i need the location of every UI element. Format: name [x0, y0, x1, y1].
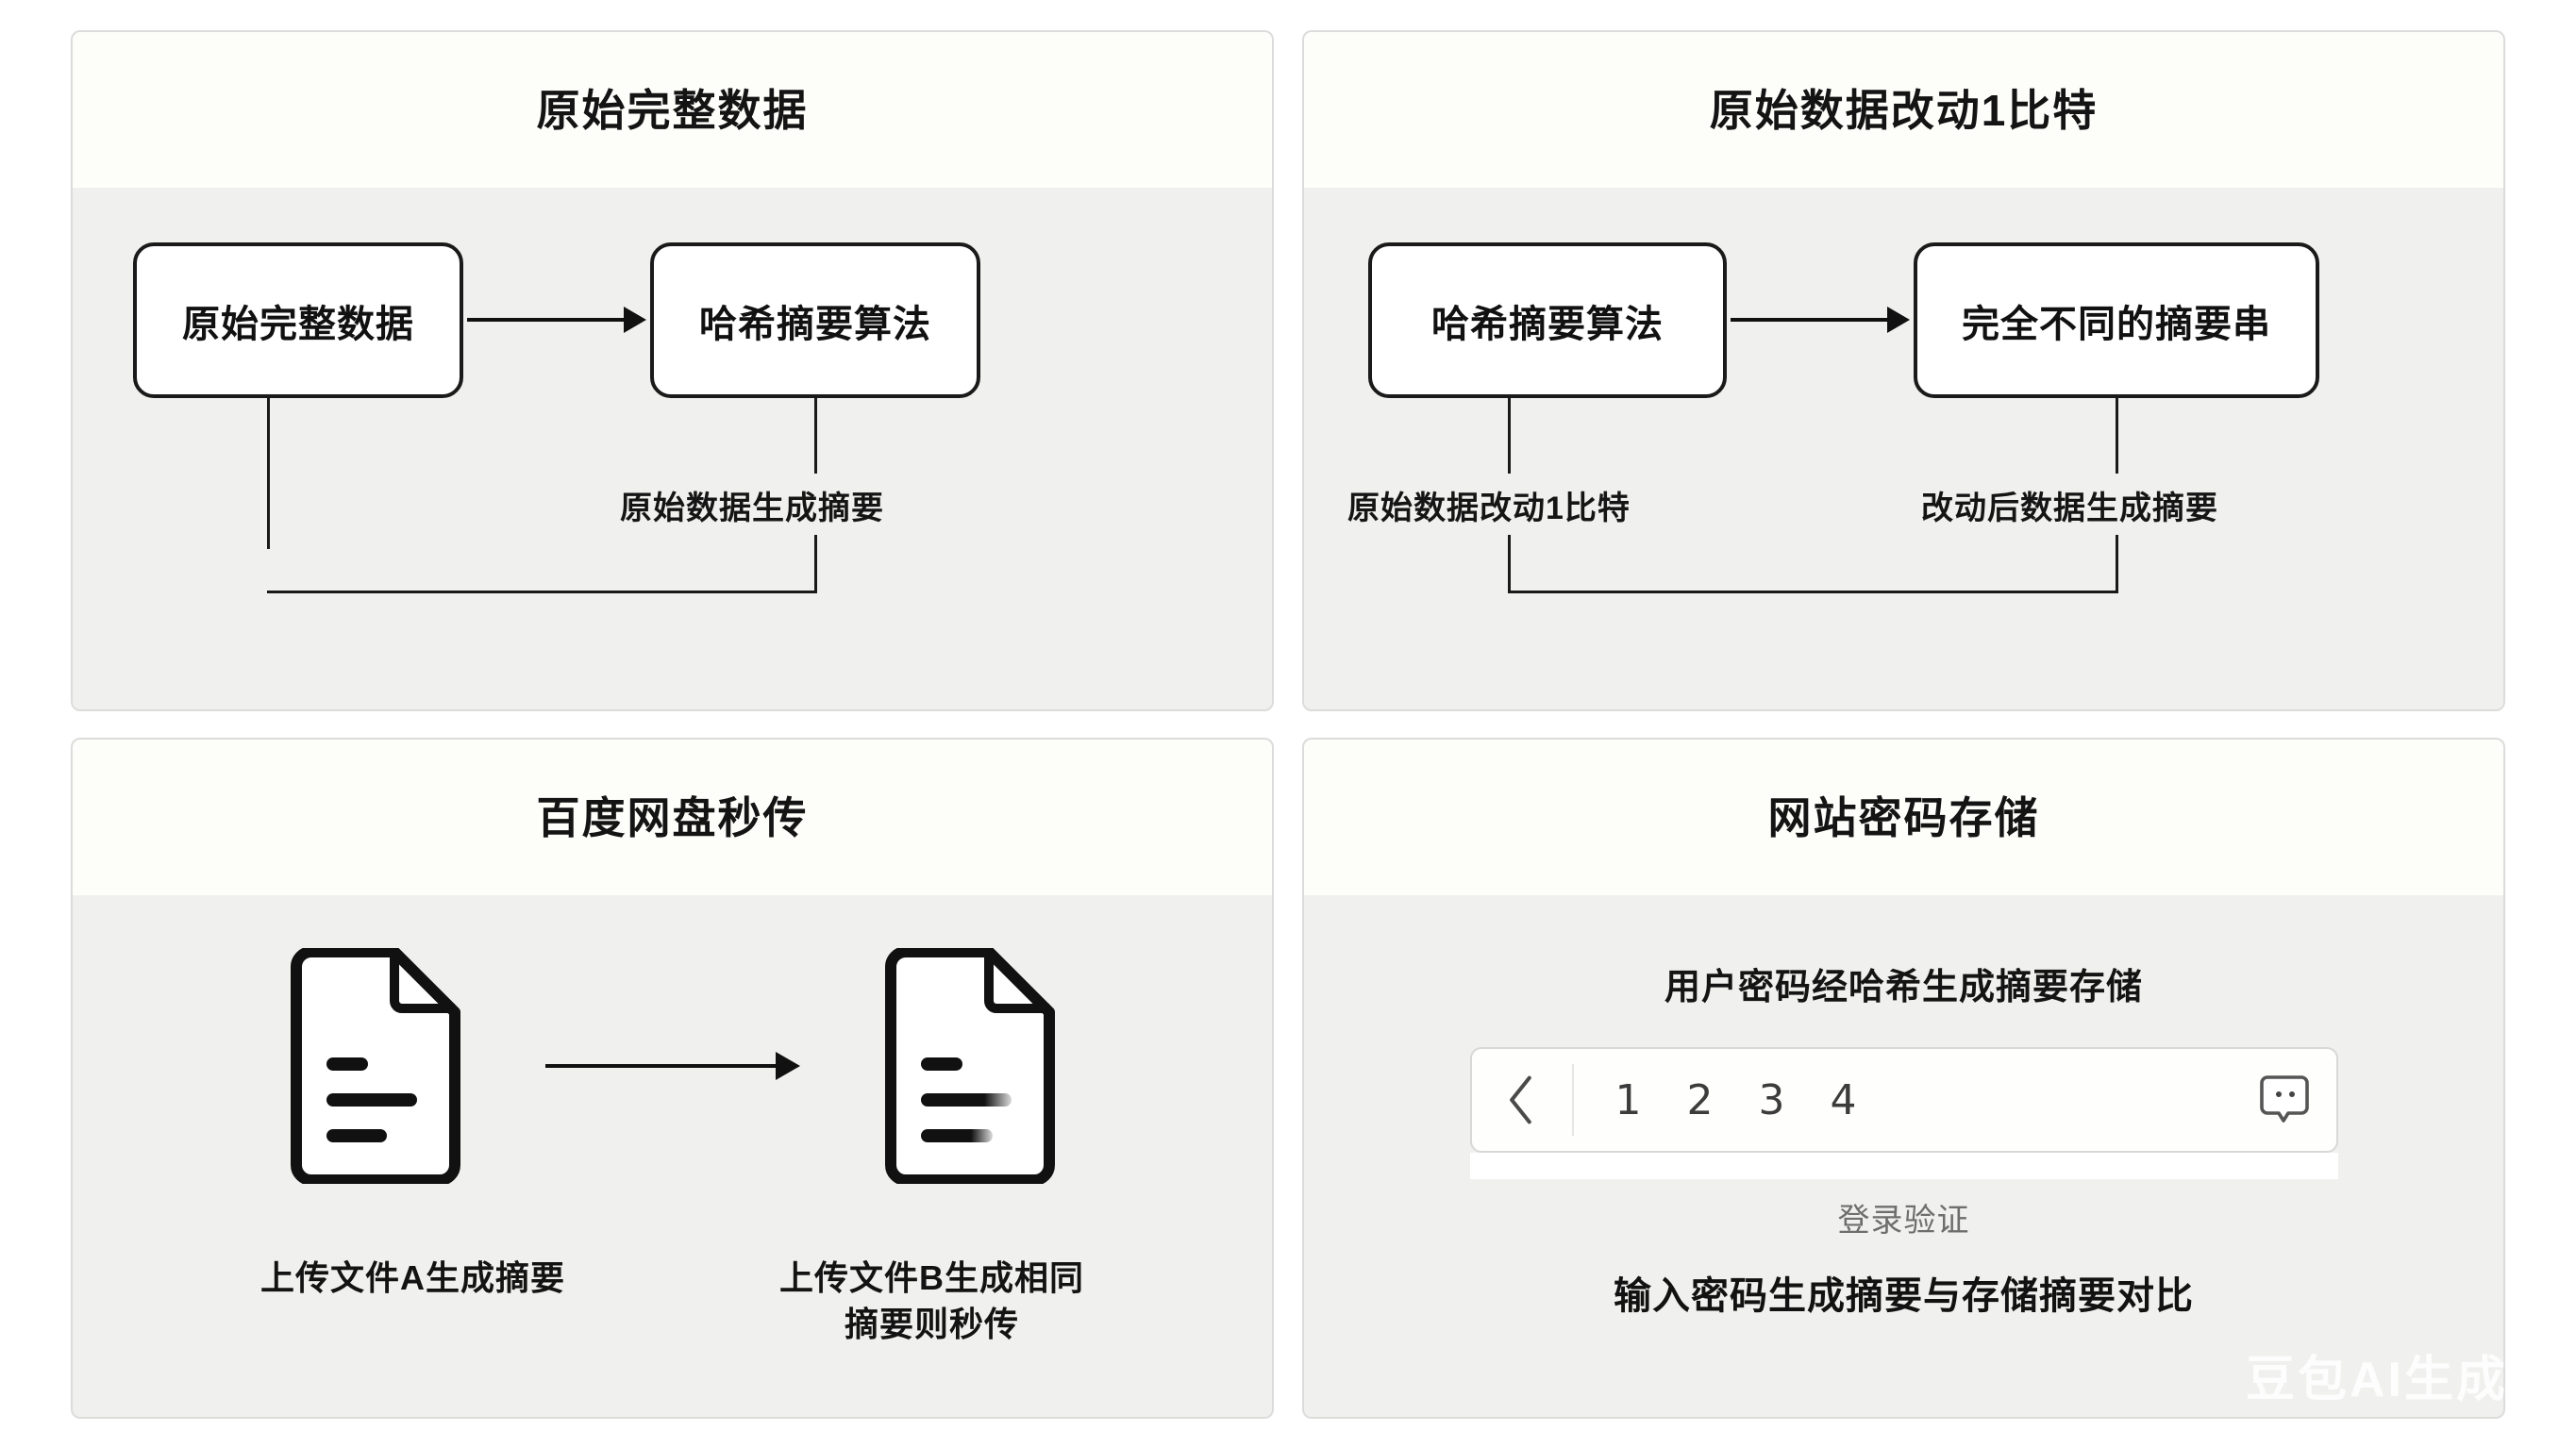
- flow-caption: 原始数据生成摘要: [620, 491, 884, 526]
- flow-node-hash: 哈希摘要算法: [650, 242, 980, 398]
- password-input[interactable]: 1 2 3 4: [1469, 1047, 2338, 1153]
- connector-stub-right: [814, 398, 817, 474]
- panel-body: 哈希摘要算法 完全不同的摘要串 原始数据改动1比特 改动后数据生成摘要: [1304, 188, 2503, 709]
- panel-one-bit-change: 原始数据改动1比特 哈希摘要算法 完全不同的摘要串 原始数据改动1比特 改动后数…: [1302, 30, 2505, 711]
- arrow-head: [1887, 307, 1910, 333]
- panel-grid: 原始完整数据 原始完整数据 哈希摘要算法 原始数据生成摘要: [71, 30, 2505, 1419]
- connector-stub-left: [267, 398, 270, 549]
- password-digits[interactable]: 1 2 3 4: [1574, 1076, 2233, 1124]
- file-caption-row: 上传文件A生成摘要 上传文件B生成相同摘要则秒传: [73, 1256, 1272, 1347]
- flow-node-digest: 完全不同的摘要串: [1914, 242, 2319, 398]
- connector-bottom-line: [1508, 565, 2118, 593]
- file-caption-a: 上传文件A生成摘要: [260, 1258, 565, 1297]
- input-underline-strip: [1469, 1153, 2338, 1179]
- arrow-shaft: [467, 318, 626, 322]
- flow-caption-left: 原始数据改动1比特: [1347, 491, 1631, 526]
- chevron-left-icon[interactable]: [1472, 1064, 1574, 1136]
- connector-stub-right-lower: [814, 535, 817, 593]
- flow-node-source: 原始完整数据: [133, 242, 463, 398]
- page-title: 百度网盘秒传: [536, 792, 809, 842]
- panel-baidu-instant-upload: 百度网盘秒传: [71, 738, 1274, 1419]
- panel-header: 网站密码存储: [1304, 740, 2503, 895]
- arrow-head: [624, 307, 646, 333]
- file-caption-b: 上传文件B生成相同摘要则秒传: [779, 1258, 1084, 1343]
- password-demo: 用户密码经哈希生成摘要存储 1 2 3 4: [1304, 895, 2503, 1417]
- panel-header: 原始完整数据: [73, 32, 1272, 188]
- page-title: 网站密码存储: [1767, 792, 2040, 842]
- flow-node-label: 哈希摘要算法: [699, 303, 931, 345]
- panel-body: 上传文件A生成摘要 上传文件B生成相同摘要则秒传: [73, 895, 1272, 1417]
- arrow-right-icon: [544, 1052, 800, 1080]
- flow-node-label: 完全不同的摘要串: [1962, 303, 2271, 345]
- panel-header: 原始数据改动1比特: [1304, 32, 2503, 188]
- arrow-shaft: [1731, 318, 1889, 322]
- password-digit: 1: [1614, 1075, 1642, 1124]
- arrow-shaft: [544, 1064, 778, 1068]
- emoji-bubble-icon[interactable]: [2233, 1074, 2336, 1126]
- flow-node-label: 哈希摘要算法: [1431, 303, 1664, 345]
- flow-node-label: 原始完整数据: [182, 303, 414, 345]
- flow-diagram: 原始完整数据 哈希摘要算法 原始数据生成摘要: [73, 188, 1272, 709]
- panel-website-password-storage: 网站密码存储 用户密码经哈希生成摘要存储 1 2 3 4: [1302, 738, 2505, 1419]
- password-digit: 2: [1686, 1075, 1714, 1124]
- document-icon: [281, 948, 470, 1184]
- login-verify-link[interactable]: 登录验证: [1837, 1203, 1970, 1239]
- panel-original-data: 原始完整数据 原始完整数据 哈希摘要算法 原始数据生成摘要: [71, 30, 1274, 711]
- panel-body: 原始完整数据 哈希摘要算法 原始数据生成摘要: [73, 188, 1272, 709]
- page-title: 原始完整数据: [536, 85, 809, 135]
- password-note: 输入密码生成摘要与存储摘要对比: [1614, 1275, 2194, 1317]
- flow-caption-right: 改动后数据生成摘要: [1921, 491, 2218, 526]
- flow-node-hash: 哈希摘要算法: [1368, 242, 1727, 398]
- document-icon: [876, 948, 1064, 1184]
- password-digit: 3: [1758, 1075, 1785, 1124]
- connector-stub-left: [1508, 398, 1511, 474]
- connector-stub-right-lower: [2116, 535, 2118, 593]
- connector-bottom-line: [267, 565, 817, 593]
- password-digit: 4: [1830, 1075, 1857, 1124]
- file-comparison-row: [73, 948, 1272, 1184]
- arrow-right-icon: [1731, 307, 1910, 333]
- flow-diagram: 哈希摘要算法 完全不同的摘要串 原始数据改动1比特 改动后数据生成摘要: [1304, 188, 2503, 709]
- panel-body: 用户密码经哈希生成摘要存储 1 2 3 4: [1304, 895, 2503, 1417]
- connector-stub-right: [2116, 398, 2118, 474]
- arrow-head: [775, 1052, 800, 1080]
- password-subtitle: 用户密码经哈希生成摘要存储: [1664, 968, 2143, 1007]
- connector-stub-left-lower: [1508, 535, 1511, 593]
- panel-header: 百度网盘秒传: [73, 740, 1272, 895]
- arrow-right-icon: [467, 307, 646, 333]
- page-title: 原始数据改动1比特: [1709, 85, 2099, 135]
